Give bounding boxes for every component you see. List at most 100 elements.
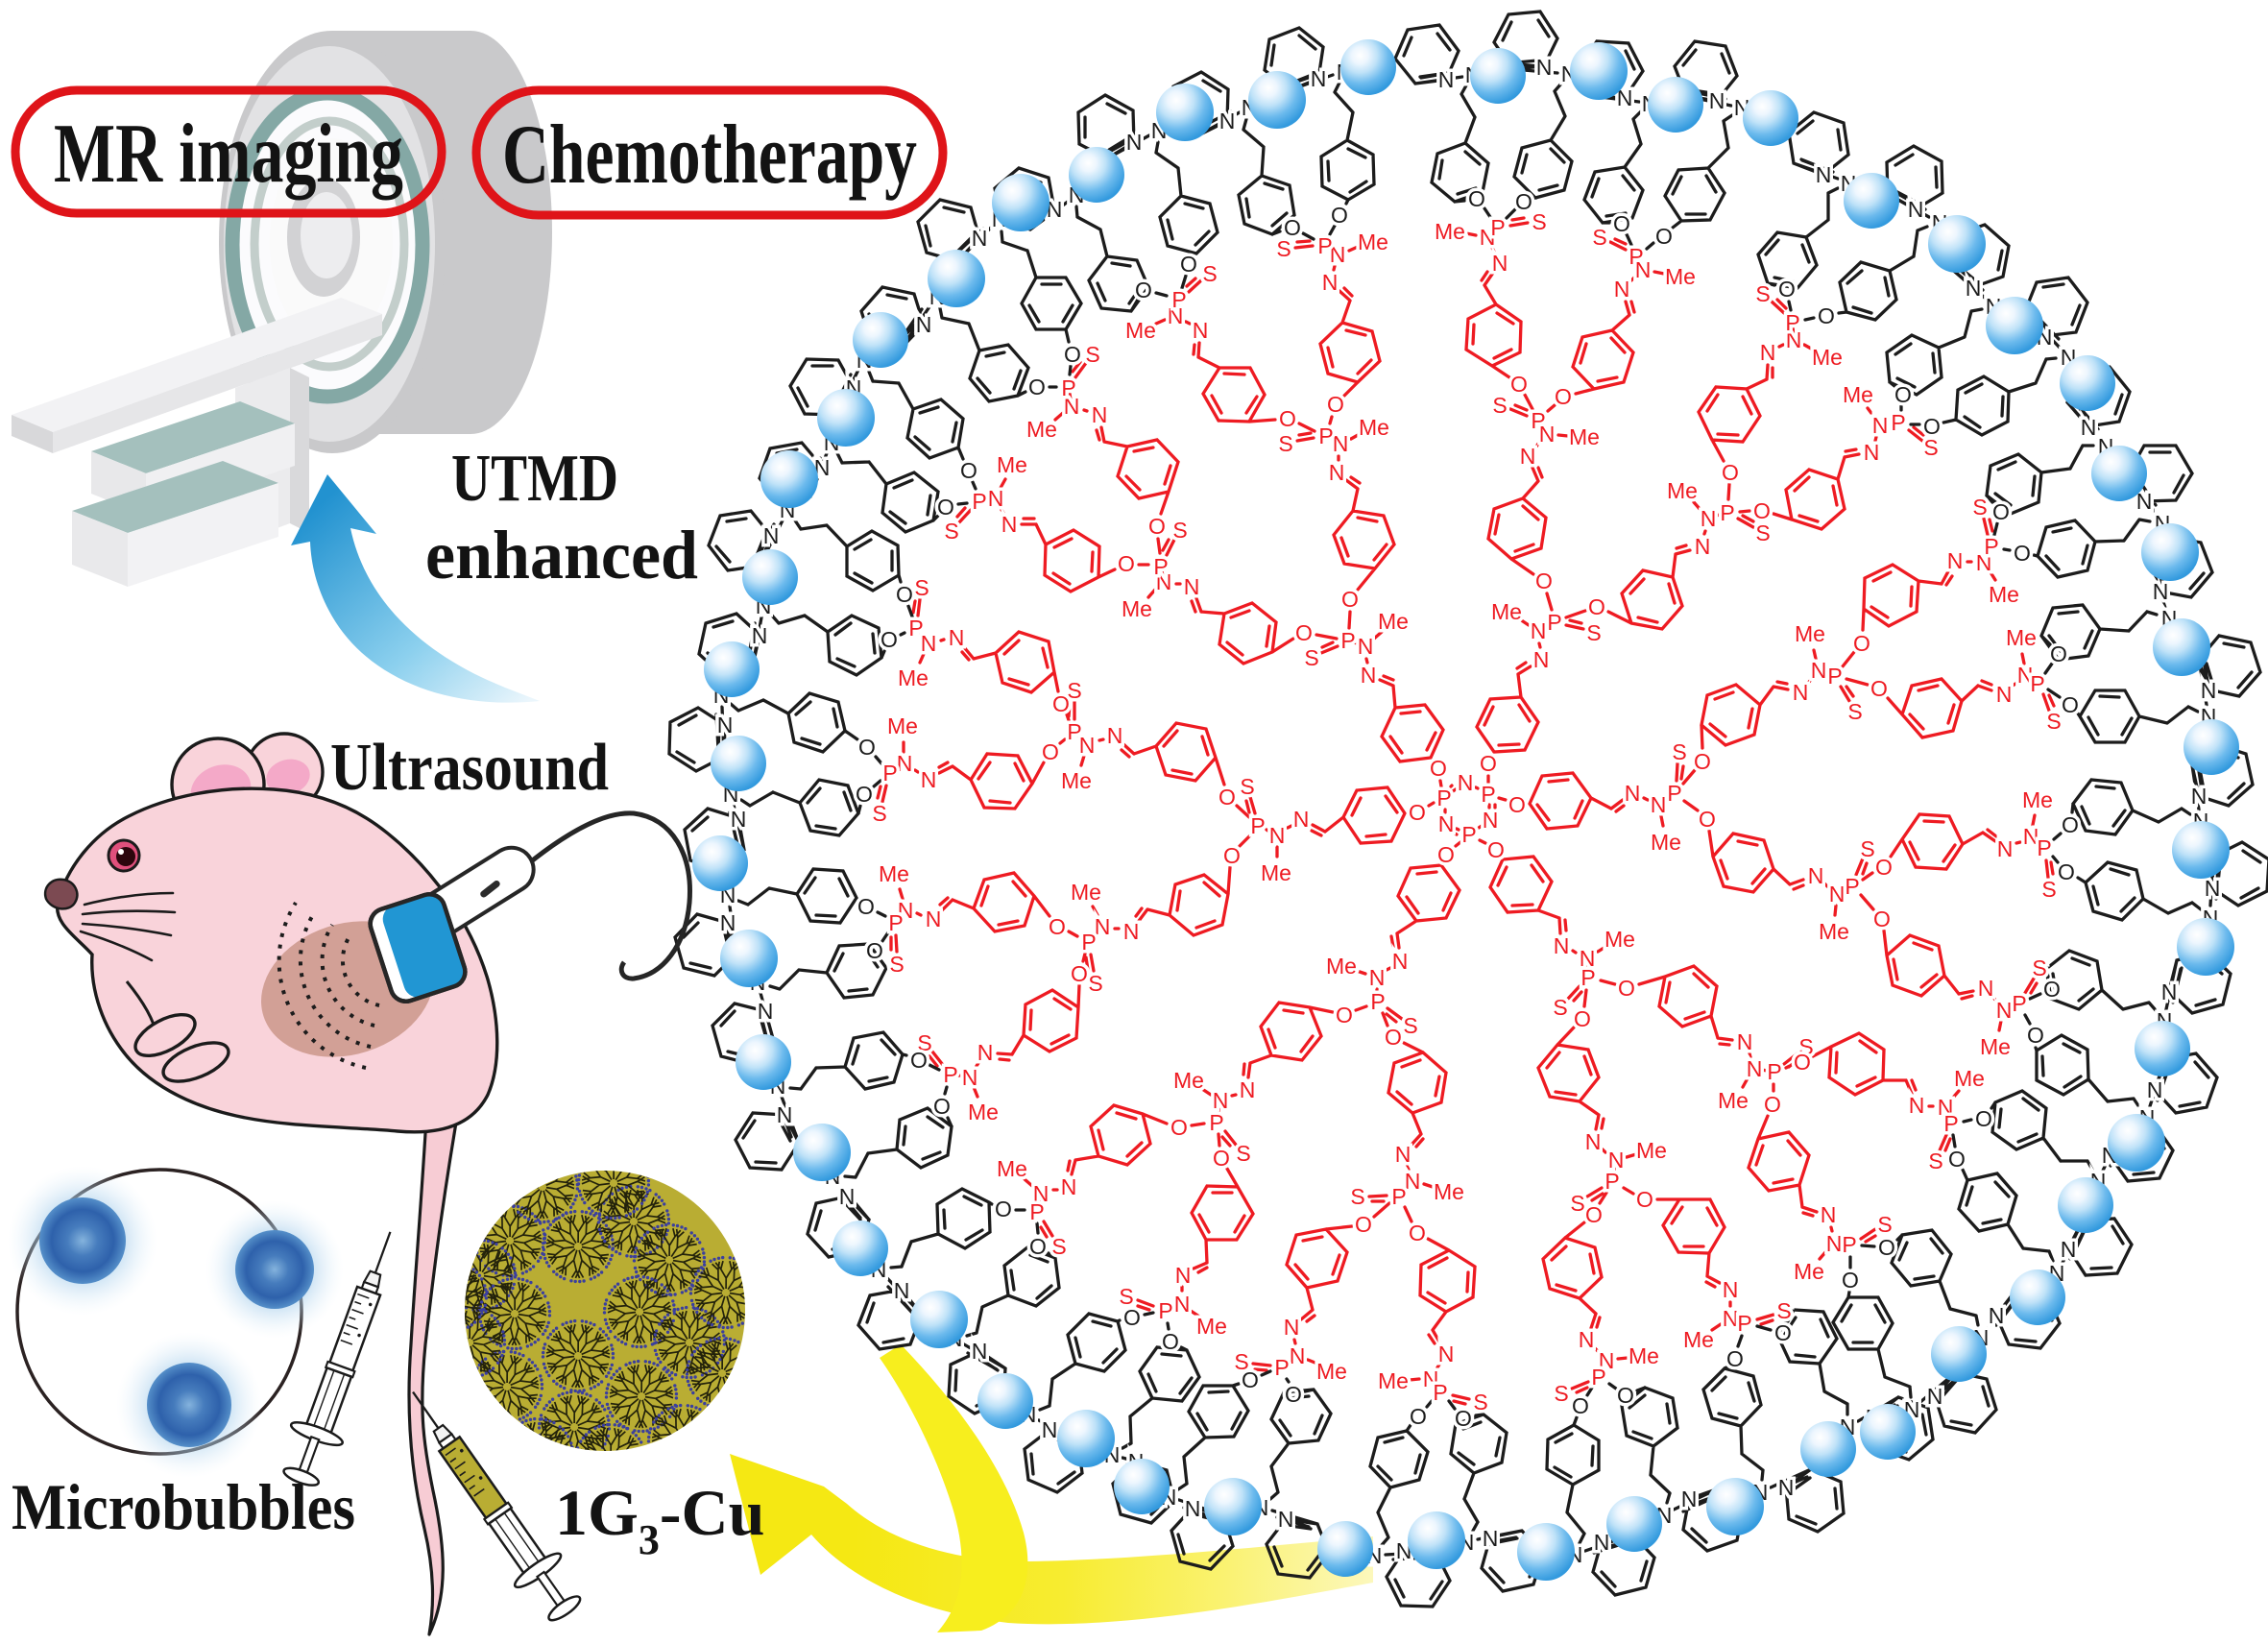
svg-text:N: N — [2153, 579, 2169, 604]
svg-text:O: O — [960, 458, 977, 483]
svg-text:O: O — [1064, 342, 1081, 367]
svg-text:N: N — [1290, 1343, 1306, 1368]
svg-text:P: P — [1317, 233, 1332, 258]
svg-text:O: O — [1873, 907, 1891, 931]
svg-text:N: N — [1531, 618, 1547, 643]
svg-text:N: N — [1168, 303, 1184, 328]
svg-text:N: N — [1723, 1277, 1739, 1302]
svg-text:P: P — [1481, 782, 1495, 807]
svg-text:N: N — [2023, 824, 2039, 849]
svg-text:O: O — [1162, 1329, 1179, 1354]
svg-text:P: P — [1318, 423, 1333, 448]
svg-text:N: N — [916, 312, 932, 337]
svg-text:N: N — [898, 898, 914, 923]
svg-text:N: N — [1579, 1327, 1595, 1352]
svg-text:O: O — [1636, 1187, 1653, 1212]
svg-text:P: P — [2030, 671, 2044, 696]
svg-text:O: O — [1923, 414, 1941, 439]
svg-text:O: O — [1410, 1404, 1427, 1429]
svg-text:P: P — [1667, 781, 1681, 806]
svg-text:S: S — [1172, 518, 1187, 543]
svg-text:S: S — [1304, 645, 1318, 670]
svg-text:N: N — [1329, 460, 1345, 485]
svg-text:S: S — [1473, 1390, 1487, 1414]
svg-text:Me: Me — [1989, 582, 2019, 607]
svg-text:N: N — [1976, 550, 1992, 575]
svg-text:N: N — [1723, 1306, 1739, 1331]
svg-text:S: S — [1085, 342, 1099, 367]
svg-text:Me: Me — [1434, 1179, 1464, 1204]
svg-text:N: N — [1322, 270, 1339, 295]
svg-text:P: P — [1081, 930, 1096, 955]
svg-text:O: O — [1284, 215, 1301, 240]
svg-text:O: O — [1510, 372, 1528, 397]
svg-text:O: O — [1655, 224, 1673, 249]
svg-text:N: N — [1269, 823, 1286, 848]
svg-text:S: S — [1067, 678, 1081, 703]
svg-text:P: P — [1158, 1298, 1172, 1323]
svg-text:N: N — [1123, 919, 1140, 944]
svg-text:N: N — [1747, 1056, 1763, 1081]
svg-text:O: O — [1218, 785, 1236, 810]
svg-text:N: N — [1554, 933, 1570, 958]
svg-text:N: N — [1042, 1417, 1058, 1442]
svg-text:O: O — [857, 894, 875, 919]
svg-text:P: P — [1984, 534, 1998, 559]
svg-text:N: N — [1240, 1077, 1256, 1102]
svg-text:Me: Me — [1378, 609, 1409, 634]
svg-text:O: O — [866, 938, 883, 963]
svg-text:O: O — [1409, 1221, 1426, 1245]
svg-text:N: N — [1864, 440, 1880, 465]
svg-text:Me: Me — [1435, 219, 1465, 244]
svg-text:P: P — [1547, 610, 1561, 635]
svg-text:O: O — [1341, 587, 1359, 612]
svg-text:Me: Me — [1718, 1088, 1749, 1113]
svg-text:N: N — [1996, 682, 2013, 707]
svg-text:N: N — [1092, 402, 1108, 427]
svg-text:O: O — [1853, 631, 1870, 656]
svg-text:Chemotherapy: Chemotherapy — [502, 109, 917, 202]
svg-text:N: N — [2205, 876, 2221, 901]
svg-text:N: N — [1107, 723, 1123, 748]
svg-text:O: O — [1774, 1320, 1792, 1345]
svg-text:N: N — [1778, 1475, 1795, 1500]
svg-text:P: P — [2037, 835, 2051, 860]
svg-text:Me: Me — [1026, 417, 1057, 442]
svg-text:O: O — [1242, 1367, 1259, 1392]
svg-text:S: S — [1278, 431, 1292, 456]
svg-text:P: P — [1340, 628, 1355, 653]
svg-text:S: S — [2046, 709, 2061, 734]
svg-text:N: N — [1536, 55, 1553, 80]
svg-text:N: N — [1520, 444, 1536, 469]
svg-text:S: S — [1592, 225, 1606, 250]
svg-text:O: O — [1135, 278, 1152, 302]
svg-text:N: N — [1580, 946, 1596, 971]
svg-text:P: P — [1629, 244, 1643, 269]
svg-text:O: O — [1948, 1147, 1966, 1172]
svg-text:O: O — [910, 1048, 928, 1073]
svg-text:Me: Me — [1954, 1066, 1985, 1091]
svg-text:Me: Me — [1173, 1068, 1204, 1093]
svg-text:O: O — [1285, 1382, 1302, 1407]
svg-text:N: N — [2081, 415, 2097, 440]
svg-text:Me: Me — [887, 713, 918, 738]
svg-text:O: O — [1585, 1202, 1603, 1227]
svg-text:N: N — [1458, 770, 1474, 795]
svg-text:Me: Me — [1629, 1343, 1659, 1368]
svg-text:Me: Me — [1196, 1314, 1227, 1339]
svg-text:O: O — [1123, 1305, 1141, 1330]
svg-text:S: S — [2032, 955, 2046, 980]
svg-text:N: N — [1293, 807, 1310, 832]
svg-text:O: O — [1764, 1092, 1781, 1117]
svg-text:N: N — [1608, 1148, 1625, 1173]
svg-text:N: N — [1079, 733, 1096, 758]
svg-text:N: N — [1709, 88, 1725, 113]
svg-text:O: O — [1778, 277, 1796, 302]
svg-text:O: O — [1535, 568, 1553, 593]
svg-text:P: P — [1604, 1169, 1619, 1194]
svg-text:N: N — [1826, 1231, 1843, 1256]
svg-text:O: O — [1694, 749, 1711, 774]
svg-text:O: O — [1180, 252, 1197, 277]
svg-text:N: N — [1126, 130, 1143, 155]
svg-text:N: N — [926, 907, 942, 931]
